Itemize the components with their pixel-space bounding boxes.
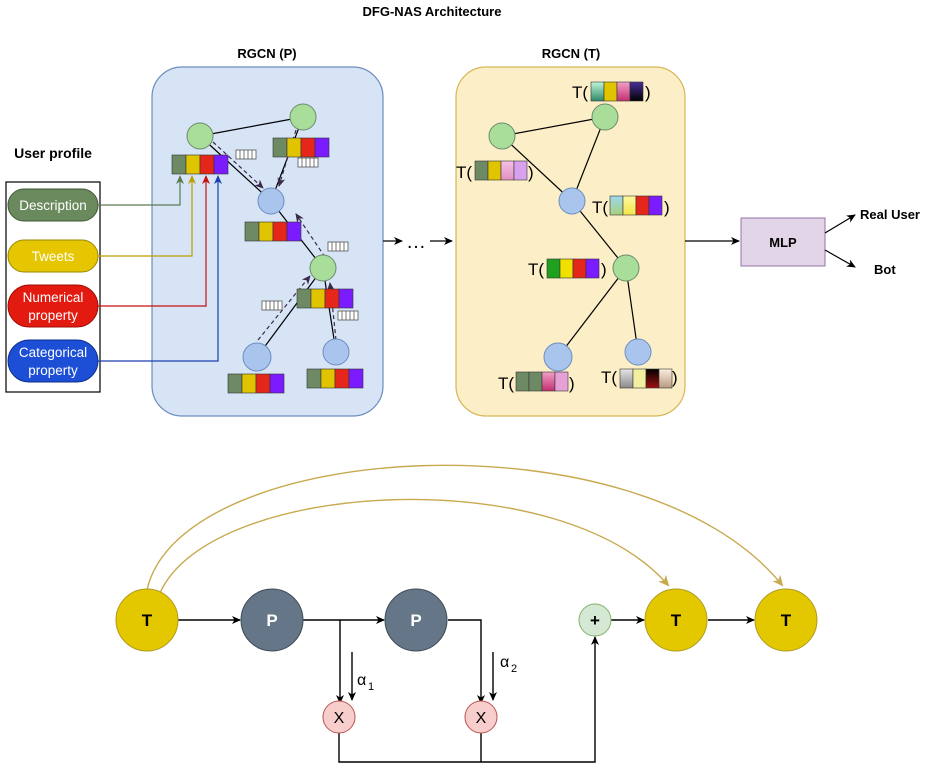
flow-t-node-2 <box>644 588 708 652</box>
flow-t-node-2-label: T <box>671 611 682 630</box>
feature-bar <box>306 368 364 389</box>
p2-to-mult2 <box>448 619 485 704</box>
diagram-title: DFG-NAS Architecture <box>363 4 502 19</box>
t-feature-3: T( ) <box>592 195 670 217</box>
feature-bar <box>171 154 229 175</box>
mlp-to-real-arrow <box>824 214 856 234</box>
flow-t-node-input-label: T <box>142 611 153 630</box>
t-feature-5: T( ) <box>498 371 575 393</box>
alpha1-subscript: 1 <box>368 681 374 693</box>
svg-text:T(: T( <box>498 374 514 393</box>
tweets-connector <box>98 175 196 257</box>
flow-mult-node-2-label: X <box>476 710 487 727</box>
rgcn-t-label: RGCN (T) <box>542 46 601 61</box>
rgcn-t-edges <box>501 116 639 358</box>
t-feature-6: T( ) <box>601 368 678 389</box>
svg-text:T(: T( <box>528 260 544 279</box>
t-node-5 <box>543 342 573 372</box>
mlp-box <box>740 217 826 267</box>
real-user-label: Real User <box>860 207 920 222</box>
alpha1-label: α <box>357 672 366 689</box>
flow-p-node-1-label: P <box>266 611 277 630</box>
alpha2-subscript: 2 <box>511 663 517 675</box>
tweets-label: Tweets <box>32 249 75 264</box>
t-node-1 <box>488 122 516 150</box>
svg-text:T(: T( <box>572 83 588 102</box>
rgcn-t-nodes <box>488 103 652 372</box>
flow-mult-node-1 <box>322 700 356 734</box>
p-node-4 <box>309 254 337 282</box>
feature-bar <box>272 137 330 158</box>
svg-text:): ) <box>645 83 651 102</box>
flow-p-node-2 <box>384 588 448 652</box>
mlp-label: MLP <box>769 235 797 250</box>
p-node-1 <box>186 122 214 150</box>
feature-bar <box>227 373 285 394</box>
alpha2-label: α <box>500 654 509 671</box>
svg-text:T(: T( <box>592 198 608 217</box>
flow-p-node-1 <box>240 588 304 652</box>
mlp-to-bot-arrow <box>824 249 856 268</box>
categorical-property-label-1: Categorical <box>19 345 87 360</box>
t-node-2 <box>591 103 619 131</box>
flow-t-node-3 <box>754 588 818 652</box>
p-node-6 <box>322 338 350 366</box>
flow-mult-node-2 <box>464 700 498 734</box>
svg-text:): ) <box>672 368 678 387</box>
svg-text:T(: T( <box>456 163 472 182</box>
message-icons <box>235 149 359 321</box>
svg-text:T(: T( <box>601 368 617 387</box>
description-connector <box>98 175 184 206</box>
p-node-3 <box>257 187 285 215</box>
flow-p-node-2-label: P <box>410 611 421 630</box>
categorical-connector <box>98 175 222 362</box>
t-node-6 <box>624 338 652 366</box>
mult-to-plus-line <box>338 636 599 763</box>
p-node-2 <box>289 103 317 131</box>
feature-bar <box>296 288 354 309</box>
skip-connection-inner <box>159 498 670 594</box>
p-node-5 <box>242 342 272 372</box>
svg-text:): ) <box>569 374 575 393</box>
t-node-3 <box>558 187 586 215</box>
numerical-property-label-2: property <box>28 308 78 323</box>
bot-label: Bot <box>874 262 896 277</box>
skip-connection-outer <box>146 464 784 591</box>
flow-t-node-3-label: T <box>781 611 792 630</box>
categorical-property-label-2: property <box>28 363 78 378</box>
t-node-4 <box>612 254 640 282</box>
description-label: Description <box>19 198 87 213</box>
numerical-connector <box>98 175 210 307</box>
flow-plus-node-label: + <box>590 611 600 630</box>
svg-text:): ) <box>528 163 534 182</box>
svg-text:): ) <box>664 198 670 217</box>
numerical-property-label-1: Numerical <box>23 290 84 305</box>
svg-text:): ) <box>601 260 607 279</box>
ellipsis: … <box>406 231 426 253</box>
rgcn-p-label: RGCN (P) <box>237 46 296 61</box>
user-profile-box <box>5 181 101 393</box>
rgcn-p-nodes <box>186 103 350 372</box>
t-feature-1: T( ) <box>572 81 651 102</box>
feature-bar <box>244 221 302 242</box>
user-profile-heading: User profile <box>14 145 92 161</box>
flow-t-node-input <box>115 588 179 652</box>
flow-plus-node <box>578 603 612 637</box>
t-feature-2: T( ) <box>456 160 534 182</box>
flow-mult-node-1-label: X <box>334 710 345 727</box>
t-feature-4: T( ) <box>528 258 607 279</box>
